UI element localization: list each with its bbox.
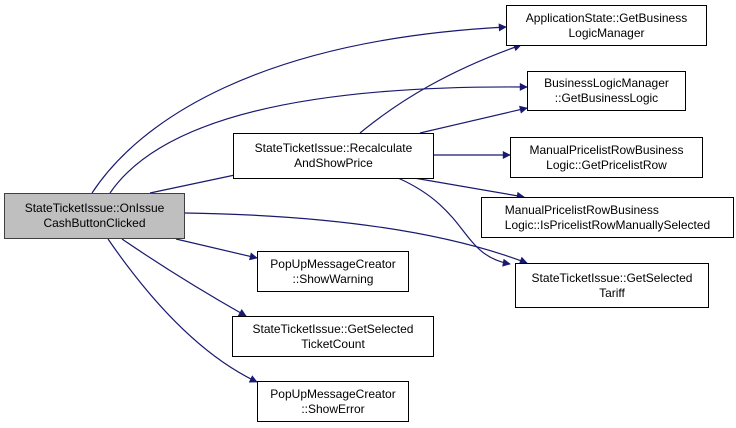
edge-recalc-to-tariff [397, 177, 511, 267]
edge-recalc-to-isrow [413, 177, 525, 200]
node-label-line2: ::ShowError [301, 401, 365, 416]
edge-recalc-to-appstate [359, 43, 522, 134]
node-showerror[interactable]: PopUpMessageCreator::ShowError [257, 381, 409, 422]
node-label-line1: StateTicketIssue::GetSelected [252, 321, 414, 336]
node-label-line1: PopUpMessageCreator [270, 386, 396, 401]
edge-root-to-recalc [149, 169, 250, 194]
edge-root-to-tariff [184, 212, 528, 265]
node-label-line2: Tariff [599, 285, 625, 300]
node-label-line1: ManualPricelistRowBusiness [504, 202, 659, 217]
node-label-line1: StateTicketIssue::Recalculate [254, 141, 413, 155]
node-label-line1: ApplicationState::GetBusiness [525, 10, 688, 25]
node-label-line2: AndShowPrice [294, 156, 373, 170]
edge-recalc-to-blm [419, 105, 528, 134]
node-label-line1: BusinessLogicManager [544, 76, 669, 90]
node-label-line2: CashButtonClicked [43, 216, 146, 230]
edge-root-to-appstate [91, 23, 507, 194]
node-label-line2: LogicManager [568, 25, 645, 40]
edge-root-to-blm [109, 82, 528, 194]
node-label-line2: ::GetBusinessLogic [554, 91, 659, 105]
node-showwarning[interactable]: PopUpMessageCreator::ShowWarning [257, 251, 409, 292]
node-label-line1: StateTicketIssue::GetSelected [531, 270, 693, 285]
edge-root-to-ticketcount [121, 238, 247, 317]
node-label-line1: ManualPricelistRowBusiness [529, 142, 684, 157]
node-label-line1: StateTicketIssue::OnIssue [24, 201, 165, 215]
node-label-line2: Logic::GetPricelistRow [546, 157, 667, 172]
node-label-line2: TicketCount [301, 336, 365, 351]
edge-root-to-warning [175, 238, 258, 261]
edge-root-to-error [107, 238, 258, 383]
node-getbusinesslogic[interactable]: BusinessLogicManager::GetBusinessLogic [527, 71, 686, 111]
node-label-line2: ::ShowWarning [292, 271, 374, 286]
node-label-line2: Logic::IsPricelistRowManuallySelected [504, 217, 711, 232]
node-label-line1: PopUpMessageCreator [270, 256, 396, 271]
